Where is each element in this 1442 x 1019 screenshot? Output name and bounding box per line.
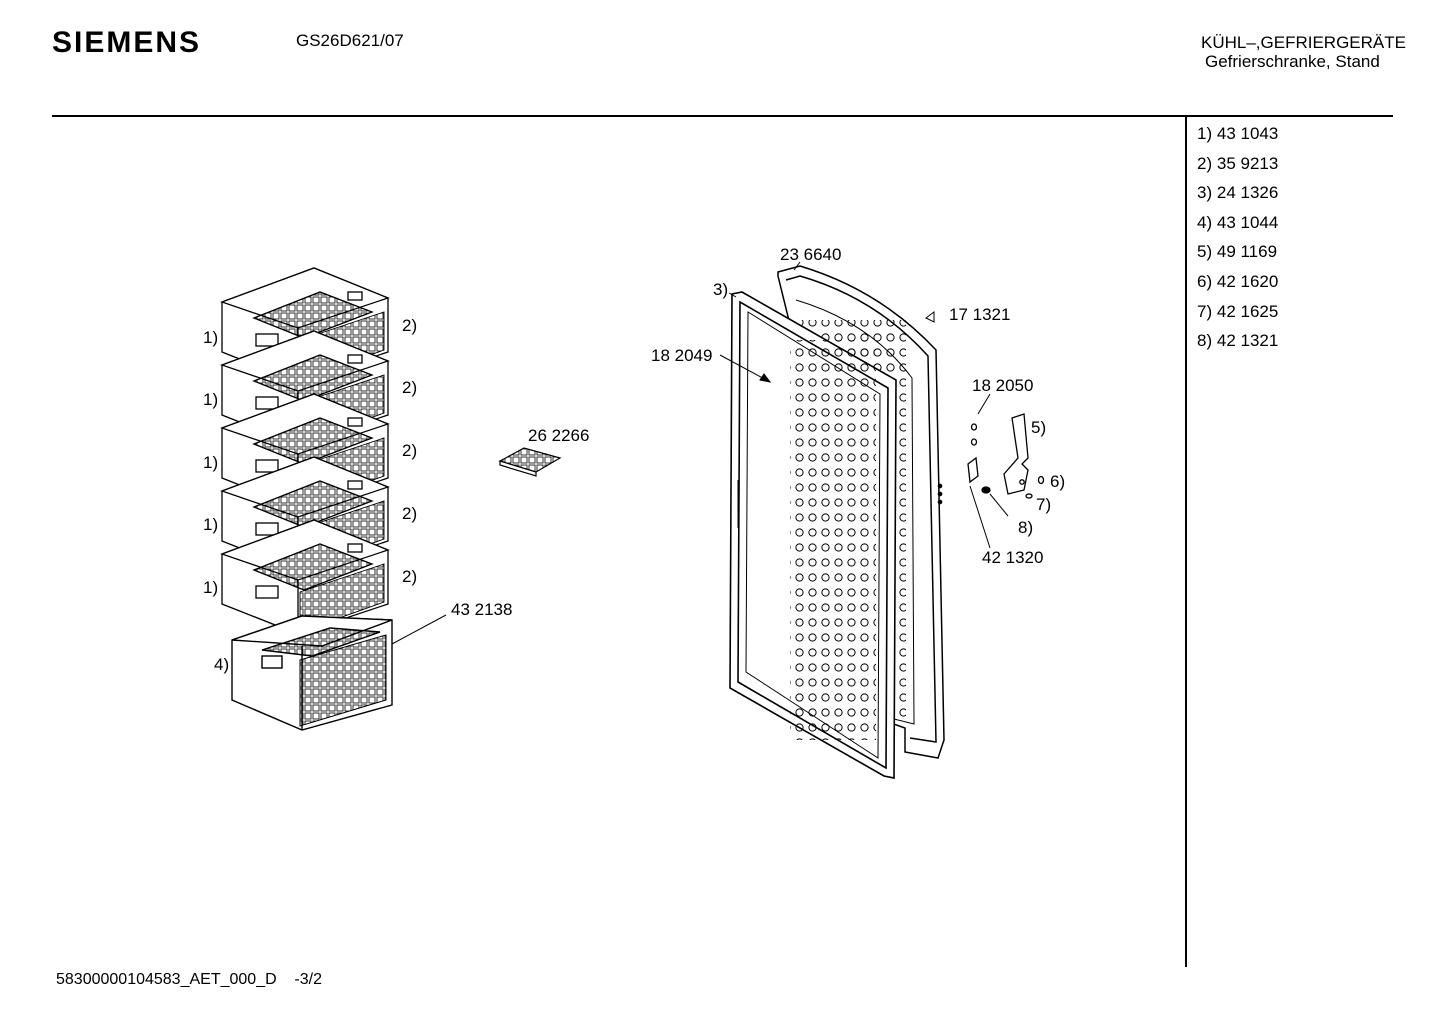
- callout-drawer-body: 2): [402, 378, 417, 397]
- callout-door-gasket: 18 2049: [651, 346, 712, 365]
- hinge-assembly: [925, 311, 1045, 499]
- header-divider: [52, 115, 1393, 117]
- category-subtitle: Gefrierschranke, Stand: [1205, 52, 1380, 71]
- parts-list: 1) 43 1043 2) 35 9213 3) 24 1326 4) 43 1…: [1197, 124, 1278, 361]
- leader-lines: [391, 261, 1009, 645]
- footer-doc-id: 58300000104583_AET_000_D -3/2: [56, 971, 322, 989]
- callout-drawer-front: 1): [203, 578, 218, 597]
- callout-drawer-body: 2): [402, 316, 417, 335]
- callout-hinge-cap: 17 1321: [949, 305, 1010, 324]
- parts-list-item: 5) 49 1169: [1197, 242, 1278, 262]
- callout-drawer-front: 1): [203, 515, 218, 534]
- parts-list-item: 4) 43 1044: [1197, 212, 1279, 232]
- callout-labels: 1) 1) 1) 1) 1) 2) 2) 2) 2) 2) 4) 43 2138…: [203, 245, 1065, 674]
- ice-tray: [498, 447, 562, 477]
- callout-door-panel: 23 6640: [780, 245, 841, 264]
- callout-pin: 7): [1036, 495, 1051, 514]
- callout-bottom-drawer: 4): [214, 655, 229, 674]
- drawer-stack: [220, 267, 390, 635]
- callout-drawer-front: 1): [203, 390, 218, 409]
- parts-list-divider: [1185, 117, 1187, 967]
- bottom-drawer: [231, 615, 393, 731]
- parts-list-item: 2) 35 9213: [1197, 153, 1279, 173]
- model-number: GS26D621/07: [296, 31, 404, 50]
- callout-bottom-drawer-part: 43 2138: [451, 600, 512, 619]
- callout-drawer-front: 1): [203, 328, 218, 347]
- door-gasket: [729, 291, 897, 779]
- callout-drawer-body: 2): [402, 567, 417, 586]
- callout-ice-tray: 26 2266: [528, 426, 589, 445]
- category-title: KÜHL–,GEFRIERGERÄTE: [1201, 33, 1406, 52]
- callout-hinge-lower: 42 1320: [982, 548, 1043, 567]
- callout-door-gasket-ref: 3): [713, 280, 728, 299]
- callout-drawer-body: 2): [402, 441, 417, 460]
- callout-bushing: 8): [1018, 518, 1033, 537]
- parts-list-item: 3) 24 1326: [1197, 183, 1279, 203]
- brand-logo: SIEMENS: [52, 26, 202, 59]
- parts-list-item: 1) 43 1043: [1197, 124, 1279, 143]
- parts-list-item: 6) 42 1620: [1197, 271, 1279, 291]
- freezer-drawer: [220, 519, 390, 635]
- doc-id: 58300000104583_AET_000_D: [56, 971, 277, 988]
- callout-screw: 18 2050: [972, 376, 1033, 395]
- exploded-parts-drawing: 1) 1) 1) 1) 1) 2) 2) 2) 2) 2) 4) 43 2138…: [203, 245, 1065, 779]
- parts-list-item: 8) 42 1321: [1197, 331, 1279, 351]
- callout-drawer-body: 2): [402, 504, 417, 523]
- parts-list-item: 7) 42 1625: [1197, 301, 1279, 321]
- callout-drawer-front: 1): [203, 453, 218, 472]
- page-number: -3/2: [294, 971, 322, 988]
- callout-hinge-bracket: 5): [1031, 418, 1046, 437]
- callout-washer: 6): [1050, 472, 1065, 491]
- category-block: KÜHL–,GEFRIERGERÄTE Gefrierschranke, Sta…: [1201, 33, 1406, 71]
